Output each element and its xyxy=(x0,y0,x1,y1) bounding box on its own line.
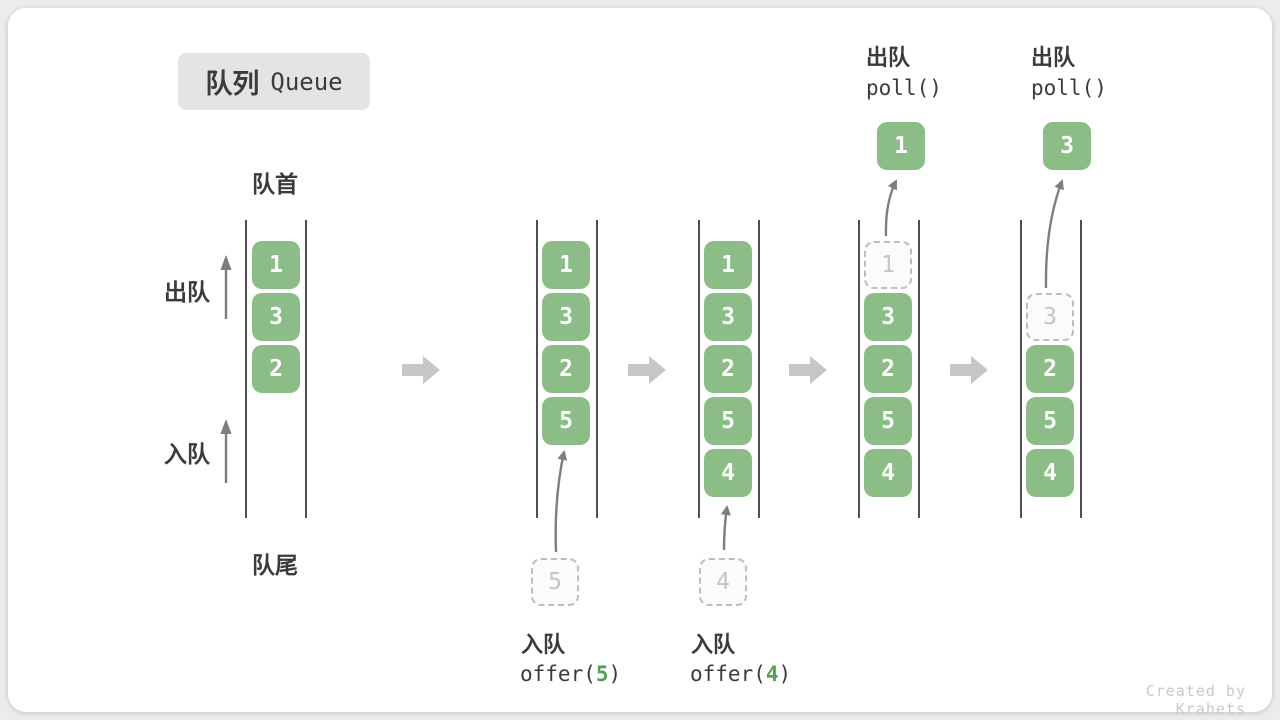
queue-front-label: 队首 xyxy=(252,171,298,197)
code-text: offer( xyxy=(520,662,596,686)
code-text: offer( xyxy=(690,662,766,686)
code-arg: 4 xyxy=(765,662,779,686)
dequeue-direction-arrow-icon xyxy=(220,255,232,319)
flow-arrow-icon xyxy=(402,356,440,384)
queue-item: 2 xyxy=(704,345,752,393)
queue-item: 4 xyxy=(864,449,912,497)
queue-wall xyxy=(536,220,538,518)
queue-item-ghost: 3 xyxy=(1026,293,1074,341)
code-text: ) xyxy=(778,662,792,686)
queue-wall xyxy=(1080,220,1082,518)
enqueue-direction-arrow-icon xyxy=(220,419,232,483)
queue-wall xyxy=(698,220,700,518)
dequeue-label: 出队 xyxy=(164,279,210,305)
title-en: Queue xyxy=(270,67,343,96)
queue-wall xyxy=(758,220,760,518)
enqueue-label: 入队 xyxy=(164,441,210,467)
queue-item: 3 xyxy=(252,293,300,341)
offer-arrow-icon xyxy=(554,450,568,553)
queue-item: 5 xyxy=(704,397,752,445)
flow-arrow-icon xyxy=(628,356,666,384)
offer-code-label: offer(4) xyxy=(690,662,791,686)
poll-action-label: 出队 xyxy=(866,45,911,70)
queue-wall xyxy=(245,220,247,518)
offer-action-label: 入队 xyxy=(691,632,736,657)
queue-wall xyxy=(1020,220,1022,518)
queue-item: 1 xyxy=(252,241,300,289)
queue-item: 1 xyxy=(704,241,752,289)
poll-action-label: 出队 xyxy=(1031,45,1076,70)
title-badge: 队列 Queue xyxy=(178,53,370,110)
code-text: ) xyxy=(608,662,622,686)
queue-item: 2 xyxy=(252,345,300,393)
offer-code-label: offer(5) xyxy=(520,662,621,686)
queue-item: 5 xyxy=(1026,397,1074,445)
flow-arrow-icon xyxy=(950,356,988,384)
offer-action-label: 入队 xyxy=(521,632,566,657)
offer-arrow-icon xyxy=(720,505,731,551)
queue-item: 3 xyxy=(704,293,752,341)
queue-item: 2 xyxy=(1026,345,1074,393)
incoming-item-ghost: 5 xyxy=(531,558,579,606)
queue-item: 2 xyxy=(864,345,912,393)
queue-item-ghost: 1 xyxy=(864,241,912,289)
queue-item: 3 xyxy=(864,293,912,341)
queue-rear-label: 队尾 xyxy=(252,552,298,578)
queue-wall xyxy=(918,220,920,518)
poll-arrow-icon xyxy=(884,179,898,237)
diagram-card: 队列 Queue 队首 队尾 出队 入队 1 3 2 1 3 2 5 1 3 2… xyxy=(8,8,1272,718)
poll-code-label: poll() xyxy=(866,76,942,100)
queue-wall xyxy=(858,220,860,518)
queue-wall xyxy=(596,220,598,518)
popped-item: 1 xyxy=(877,122,925,170)
queue-item: 5 xyxy=(864,397,912,445)
credit-text: Created by Krahets xyxy=(1145,682,1246,718)
queue-item: 1 xyxy=(542,241,590,289)
queue-item: 2 xyxy=(542,345,590,393)
queue-wall xyxy=(305,220,307,518)
queue-item: 4 xyxy=(704,449,752,497)
queue-item: 5 xyxy=(542,397,590,445)
code-arg: 5 xyxy=(595,662,609,686)
queue-item: 3 xyxy=(542,293,590,341)
flow-arrow-icon xyxy=(789,356,827,384)
incoming-item-ghost: 4 xyxy=(699,558,747,606)
popped-item: 3 xyxy=(1043,122,1091,170)
poll-arrow-icon xyxy=(1044,179,1064,289)
poll-code-label: poll() xyxy=(1031,76,1107,100)
title-zh: 队列 xyxy=(205,69,260,99)
queue-item: 4 xyxy=(1026,449,1074,497)
